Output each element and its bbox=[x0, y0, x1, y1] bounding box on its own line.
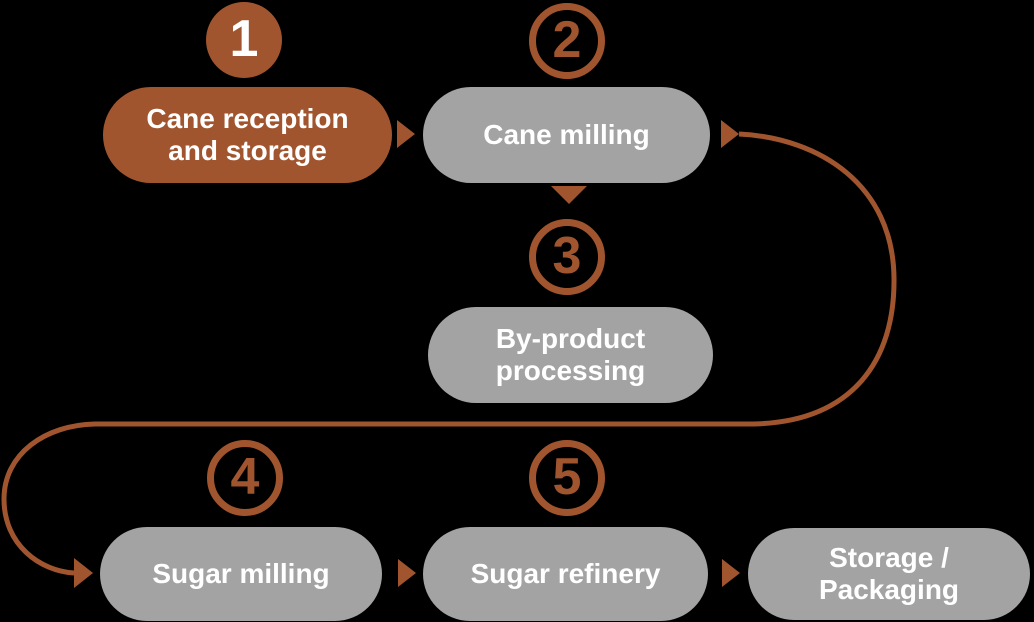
step-5-badge: 5 bbox=[529, 440, 605, 516]
step-5-pill: Sugar refinery bbox=[423, 527, 708, 621]
step-1-label: Cane reception and storage bbox=[146, 102, 349, 166]
step-2-badge: 2 bbox=[529, 3, 605, 79]
step-2-label: Cane milling bbox=[483, 118, 650, 150]
step-3-label: By-product processing bbox=[495, 322, 646, 386]
arrow-step5-to-step6-icon bbox=[722, 559, 740, 587]
step-6-pill: Storage / Packaging bbox=[748, 528, 1030, 620]
arrow-step1-to-step2-icon bbox=[397, 120, 415, 148]
step-4-badge: 4 bbox=[207, 440, 283, 516]
arrow-step4-to-step5-icon bbox=[398, 559, 416, 587]
step-2-pill: Cane milling bbox=[423, 87, 710, 183]
step-2-number: 2 bbox=[552, 10, 582, 69]
arrow-step2-to-step3-icon bbox=[551, 186, 587, 204]
step-5-label: Sugar refinery bbox=[470, 557, 661, 589]
step-1-number: 1 bbox=[229, 9, 259, 68]
step-1-badge: 1 bbox=[206, 2, 282, 78]
step-3-pill: By-product processing bbox=[428, 307, 713, 403]
arrow-step2-to-bypass-curve-icon bbox=[721, 120, 739, 148]
step-3-number: 3 bbox=[552, 226, 582, 285]
step-5-number: 5 bbox=[552, 447, 582, 506]
step-4-label: Sugar milling bbox=[152, 557, 330, 589]
step-4-pill: Sugar milling bbox=[100, 527, 382, 621]
bypass-curve-step2-to-step4 bbox=[1, 131, 897, 576]
step-1-pill: Cane reception and storage bbox=[103, 87, 392, 183]
step-4-number: 4 bbox=[230, 447, 260, 506]
step-3-badge: 3 bbox=[529, 219, 605, 295]
step-6-label: Storage / Packaging bbox=[818, 541, 960, 605]
bypass-curve-arrowhead-icon bbox=[74, 558, 93, 588]
